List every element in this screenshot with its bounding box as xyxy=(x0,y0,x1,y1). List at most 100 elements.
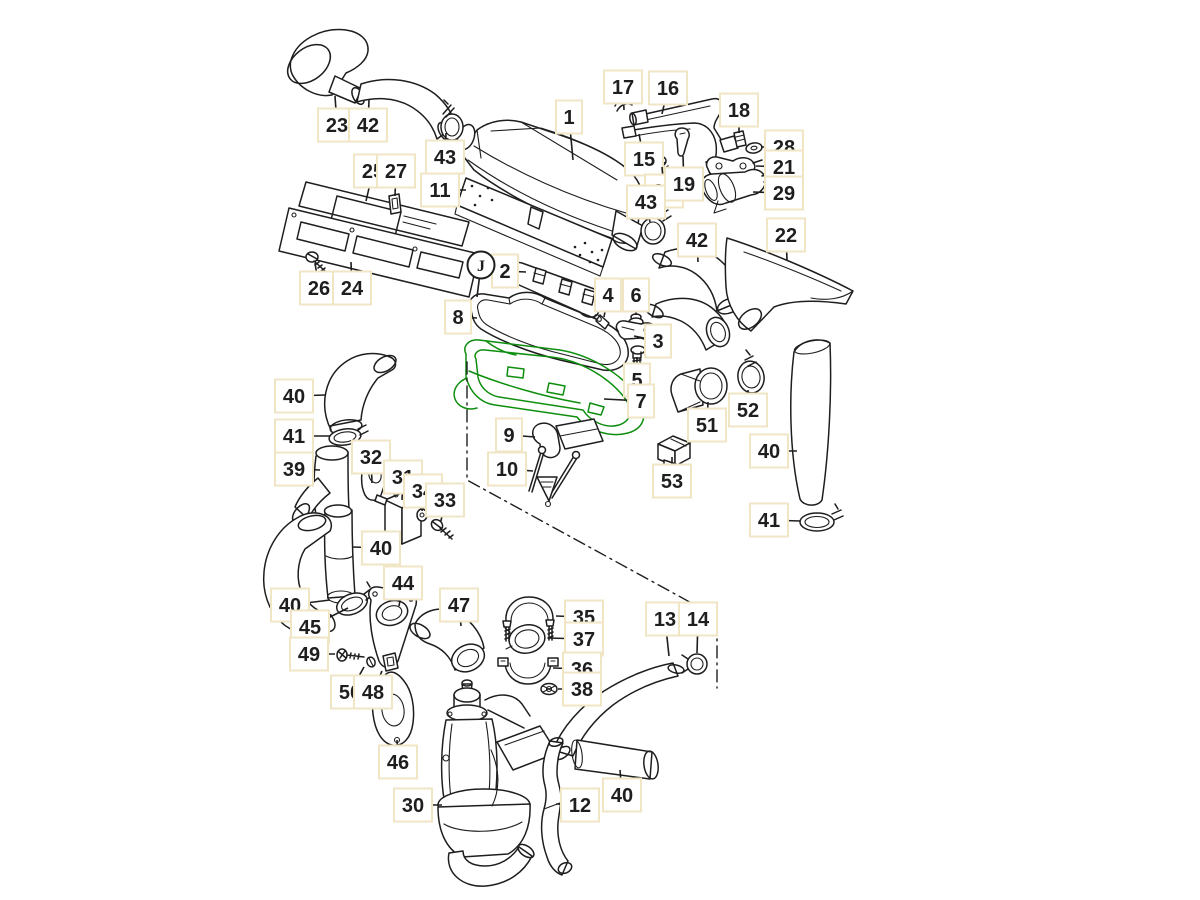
part-28-grommet-drawing xyxy=(745,142,763,154)
part-callout-3[interactable]: 3 xyxy=(633,323,672,359)
svg-text:10: 10 xyxy=(496,459,518,481)
svg-text:14: 14 xyxy=(687,609,710,631)
part-callout-17[interactable]: 17 xyxy=(603,69,643,111)
part-23-funnel-drawing xyxy=(286,28,369,106)
part-callout-13[interactable]: 13 xyxy=(645,601,685,657)
svg-text:48: 48 xyxy=(362,682,384,704)
svg-text:2: 2 xyxy=(499,261,510,283)
part-callout-42[interactable]: 42 xyxy=(677,222,717,263)
part-40-hose-short-right-drawing xyxy=(644,297,731,351)
part-callout-52[interactable]: 52 xyxy=(728,390,768,428)
part-callout-2[interactable]: 2 xyxy=(491,253,527,289)
part-callout-11[interactable]: 11 xyxy=(420,172,466,208)
part-38-nut-drawing xyxy=(540,682,558,696)
part-callout-26[interactable]: 26 xyxy=(299,262,339,306)
part-callout-46[interactable]: 46 xyxy=(378,739,418,780)
svg-text:41: 41 xyxy=(758,510,780,532)
part-callout-15[interactable]: 15 xyxy=(624,133,664,177)
svg-text:45: 45 xyxy=(299,617,321,639)
part-30-blower-assembly-drawing xyxy=(437,679,558,887)
part-callout-37[interactable]: 37 xyxy=(547,621,604,657)
part-callout-44[interactable]: 44 xyxy=(383,565,423,607)
part-37-ring-drawing xyxy=(504,624,546,654)
svg-text:32: 32 xyxy=(360,447,382,469)
part-callout-16[interactable]: 16 xyxy=(648,70,688,115)
svg-text:44: 44 xyxy=(392,573,415,595)
part-callout-6[interactable]: 6 xyxy=(622,277,650,316)
part-callout-43[interactable]: 43 xyxy=(425,132,465,175)
part-18-clip-drawing xyxy=(733,130,747,148)
callout-layer: 2342432527111171615182821201929434222262… xyxy=(270,69,806,823)
part-40-pipe-mid-drawing xyxy=(323,504,356,604)
svg-text:40: 40 xyxy=(611,785,633,807)
part-50-peg-drawing xyxy=(366,656,376,668)
part-callout-48[interactable]: 48 xyxy=(353,670,393,710)
part-callout-42[interactable]: 42 xyxy=(348,99,388,143)
part-callout-33[interactable]: 33 xyxy=(425,482,465,522)
part-callout-32[interactable]: 32 xyxy=(351,439,391,484)
svg-text:33: 33 xyxy=(434,490,456,512)
svg-text:19: 19 xyxy=(673,174,695,196)
part-2-bracket-strip-drawing xyxy=(511,261,607,318)
svg-text:43: 43 xyxy=(434,147,456,169)
svg-text:16: 16 xyxy=(657,78,679,100)
svg-text:39: 39 xyxy=(283,459,305,481)
part-callout-40[interactable]: 40 xyxy=(749,433,797,469)
svg-text:18: 18 xyxy=(728,100,750,122)
part-callout-40[interactable]: 40 xyxy=(352,530,401,566)
svg-text:46: 46 xyxy=(387,752,409,774)
part-callout-9[interactable]: 9 xyxy=(495,417,536,453)
part-callout-8[interactable]: 8 xyxy=(444,299,478,335)
svg-text:7: 7 xyxy=(635,391,646,413)
part-callout-53[interactable]: 53 xyxy=(652,457,692,499)
part-callout-39[interactable]: 39 xyxy=(274,451,321,487)
part-callout-40[interactable]: 40 xyxy=(274,378,326,414)
part-callout-51[interactable]: 51 xyxy=(687,401,727,443)
svg-text:15: 15 xyxy=(633,149,655,171)
part-41-clamp-right-drawing xyxy=(799,503,844,532)
svg-text:17: 17 xyxy=(612,77,634,99)
part-callout-12[interactable]: 12 xyxy=(555,787,600,823)
part-callout-14[interactable]: 14 xyxy=(678,601,718,654)
part-callout-47[interactable]: 47 xyxy=(439,587,479,627)
part-19-pin-drawing xyxy=(674,127,690,157)
part-callout-43[interactable]: 43 xyxy=(626,184,666,223)
svg-text:13: 13 xyxy=(654,609,676,631)
part-callout-27[interactable]: 27 xyxy=(376,153,416,197)
section-boundary-line xyxy=(466,361,718,689)
note-marker-j[interactable]: J xyxy=(466,250,496,298)
part-24-slotted-panel-drawing xyxy=(278,207,480,298)
svg-text:40: 40 xyxy=(370,538,392,560)
part-51-collar-drawing xyxy=(670,367,728,413)
part-callout-4[interactable]: 4 xyxy=(594,277,622,318)
part-callout-49[interactable]: 49 xyxy=(289,636,335,672)
svg-text:22: 22 xyxy=(775,225,797,247)
svg-text:38: 38 xyxy=(571,679,593,701)
part-callout-1[interactable]: 1 xyxy=(555,99,583,161)
part-callout-24[interactable]: 24 xyxy=(332,261,372,306)
part-callout-29[interactable]: 29 xyxy=(752,175,804,211)
part-callout-41[interactable]: 41 xyxy=(749,502,801,538)
svg-text:40: 40 xyxy=(283,386,305,408)
part-33-screw-drawing xyxy=(430,518,454,540)
part-callout-10[interactable]: 10 xyxy=(487,451,534,487)
part-14-clamp-drawing xyxy=(681,653,708,675)
svg-text:3: 3 xyxy=(652,331,663,353)
svg-text:42: 42 xyxy=(357,115,379,137)
svg-text:27: 27 xyxy=(385,161,407,183)
part-callout-22[interactable]: 22 xyxy=(766,217,806,261)
part-40-tube-bottom-drawing xyxy=(571,739,659,780)
part-callout-38[interactable]: 38 xyxy=(558,671,602,707)
part-callout-19[interactable]: 19 xyxy=(664,155,704,202)
part-47-elbow-hose-drawing xyxy=(409,608,486,673)
part-callout-18[interactable]: 18 xyxy=(719,92,759,134)
part-9-bracket-drawing xyxy=(532,418,604,459)
part-callout-30[interactable]: 30 xyxy=(393,787,442,823)
part-callout-40[interactable]: 40 xyxy=(602,769,642,813)
part-52-clamp-drawing xyxy=(737,349,765,394)
svg-text:6: 6 xyxy=(630,285,641,307)
part-callout-7[interactable]: 7 xyxy=(603,383,655,419)
part-49-screw-drawing xyxy=(336,648,365,662)
svg-text:30: 30 xyxy=(402,795,424,817)
